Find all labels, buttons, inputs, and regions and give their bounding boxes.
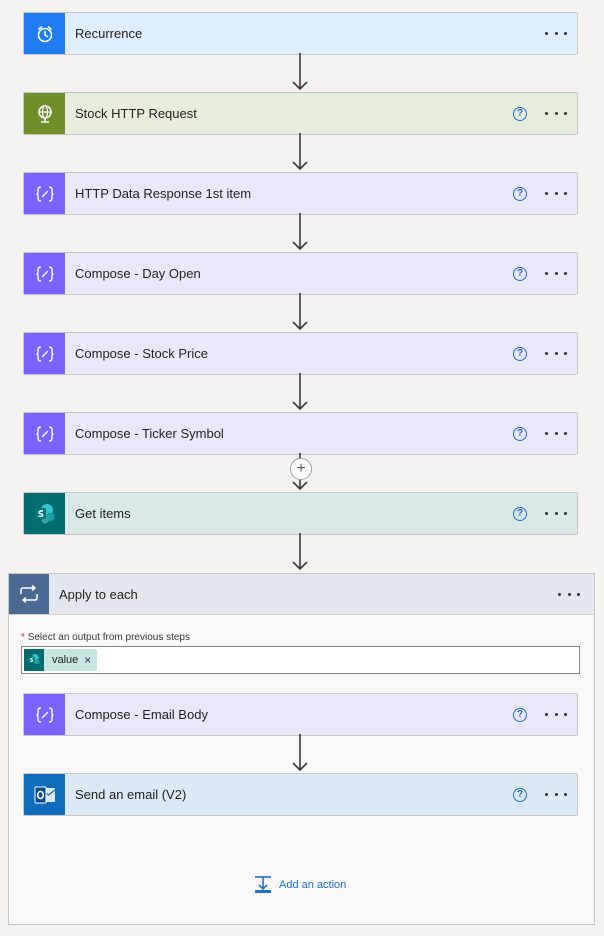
apply-to-each-container: Apply to each * Select an output from pr… xyxy=(8,573,595,925)
step-title: Stock HTTP Request xyxy=(75,106,197,121)
add-action-icon xyxy=(255,876,271,893)
sharepoint-icon xyxy=(24,649,44,671)
apply-to-each-title: Apply to each xyxy=(59,586,138,602)
more-options-icon[interactable] xyxy=(545,352,567,355)
connector-arrow xyxy=(292,373,308,411)
more-options-icon[interactable] xyxy=(545,793,567,796)
step-title: Send an email (V2) xyxy=(75,787,187,802)
more-options-icon[interactable] xyxy=(545,512,567,515)
add-an-action-button[interactable]: Add an action xyxy=(253,876,346,894)
add-an-action-label: Add an action xyxy=(279,879,347,891)
data-operation-icon xyxy=(24,253,65,294)
select-output-label-text: Select an output from previous steps xyxy=(27,632,190,643)
more-options-icon[interactable] xyxy=(545,192,567,195)
help-icon[interactable]: ? xyxy=(513,426,527,441)
globe-icon xyxy=(24,93,65,134)
step-title: Compose - Ticker Symbol xyxy=(75,426,224,441)
more-options-icon[interactable] xyxy=(545,432,567,435)
step-stock-http-request[interactable]: Stock HTTP Request ? xyxy=(23,92,578,135)
remove-token-icon[interactable]: × xyxy=(84,653,92,667)
loop-icon xyxy=(9,574,49,614)
step-title: Compose - Stock Price xyxy=(75,346,208,361)
step-send-an-email[interactable]: Send an email (V2) ? xyxy=(23,773,578,816)
more-options-icon[interactable] xyxy=(545,112,567,115)
more-options-icon[interactable] xyxy=(545,272,567,275)
step-title: Compose - Day Open xyxy=(75,266,201,281)
select-output-label: * Select an output from previous steps xyxy=(21,632,190,643)
help-icon[interactable]: ? xyxy=(513,506,527,521)
step-title: Compose - Email Body xyxy=(75,707,208,722)
data-operation-icon xyxy=(24,694,65,735)
required-marker: * xyxy=(21,632,25,643)
data-operation-icon xyxy=(24,413,65,454)
step-compose-email-body[interactable]: Compose - Email Body ? xyxy=(23,693,578,736)
step-compose-stock-price[interactable]: Compose - Stock Price ? xyxy=(23,332,578,375)
help-icon[interactable]: ? xyxy=(513,106,527,121)
more-options-icon[interactable] xyxy=(545,32,567,35)
help-icon[interactable]: ? xyxy=(513,707,527,722)
dynamic-content-token[interactable]: value × xyxy=(24,649,98,671)
step-recurrence[interactable]: Recurrence xyxy=(23,12,578,55)
connector-arrow xyxy=(292,53,308,91)
step-title: HTTP Data Response 1st item xyxy=(75,186,252,201)
data-operation-icon xyxy=(24,333,65,374)
outlook-icon xyxy=(24,774,65,815)
help-icon[interactable]: ? xyxy=(513,186,527,201)
alarm-clock-icon xyxy=(24,13,65,54)
token-label: value xyxy=(52,654,79,666)
more-options-icon[interactable] xyxy=(545,713,567,716)
step-title: Get items xyxy=(75,506,131,521)
connector-arrow xyxy=(292,293,308,331)
connector-arrow xyxy=(292,133,308,171)
step-compose-day-open[interactable]: Compose - Day Open ? xyxy=(23,252,578,295)
select-output-input[interactable]: value × xyxy=(21,646,580,674)
step-get-items[interactable]: Get items ? xyxy=(23,492,578,535)
step-http-data-response[interactable]: HTTP Data Response 1st item ? xyxy=(23,172,578,215)
sharepoint-icon xyxy=(24,493,65,534)
step-title: Recurrence xyxy=(75,26,143,41)
insert-step-button[interactable]: + xyxy=(290,458,312,480)
more-options-icon[interactable] xyxy=(558,592,580,596)
data-operation-icon xyxy=(24,173,65,214)
connector-arrow xyxy=(292,533,308,571)
apply-to-each-header[interactable]: Apply to each xyxy=(9,574,594,615)
help-icon[interactable]: ? xyxy=(513,787,527,802)
step-compose-ticker-symbol[interactable]: Compose - Ticker Symbol ? xyxy=(23,412,578,455)
connector-arrow xyxy=(292,734,308,772)
help-icon[interactable]: ? xyxy=(513,266,527,281)
connector-arrow xyxy=(292,213,308,251)
help-icon[interactable]: ? xyxy=(513,346,527,361)
